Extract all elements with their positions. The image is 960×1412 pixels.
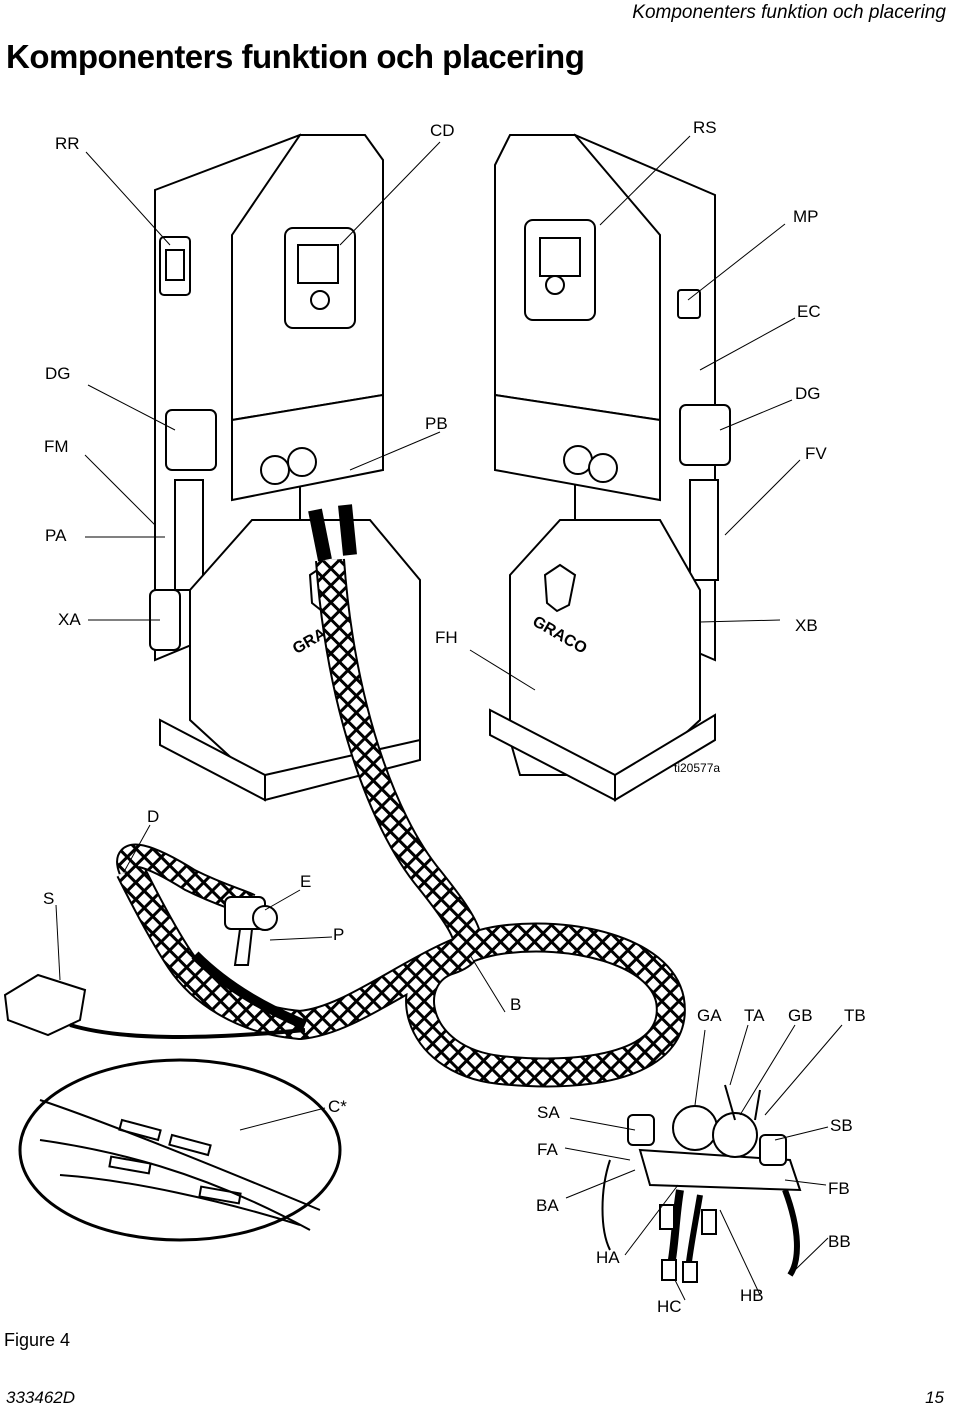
callout-p: P <box>333 925 345 944</box>
callout-mp: MP <box>793 207 819 226</box>
callout-d: D <box>147 807 160 826</box>
figure-caption: Figure 4 <box>4 1330 71 1350</box>
callout-c: C* <box>328 1097 347 1116</box>
callout-fa: FA <box>537 1140 558 1159</box>
running-header: Komponenters funktion och placering <box>632 2 946 23</box>
callout-pa: PA <box>45 526 67 545</box>
callout-ga: GA <box>697 1006 722 1025</box>
callout-hc: HC <box>657 1297 682 1316</box>
callout-bb: BB <box>828 1232 851 1251</box>
page-title: Komponenters funktion och placering <box>6 38 585 75</box>
fluid-manifold <box>601 1084 802 1277</box>
callout-gb: GB <box>788 1006 813 1025</box>
callout-hb: HB <box>740 1286 764 1305</box>
callout-xb: XB <box>795 616 818 635</box>
detail-inset-hoses <box>39 1099 321 1231</box>
callout-fb: FB <box>828 1179 850 1198</box>
callout-rr: RR <box>55 134 80 153</box>
callout-xa: XA <box>58 610 81 629</box>
left-proportioner-unit <box>149 133 421 802</box>
remote-display-module <box>3 973 87 1037</box>
callout-ec: EC <box>797 302 821 321</box>
callout-ha: HA <box>596 1248 620 1267</box>
document-number: 333462D <box>6 1388 76 1407</box>
callout-sa: SA <box>537 1103 560 1122</box>
page-number: 15 <box>925 1388 944 1407</box>
callout-tb: TB <box>844 1006 866 1025</box>
leader-lines <box>55 135 843 1301</box>
callout-cd: CD <box>430 121 455 140</box>
detail-inset-c <box>18 1058 342 1242</box>
callout-ba: BA <box>536 1196 559 1215</box>
manifold-hoses <box>659 1189 717 1283</box>
callout-fh: FH <box>435 628 458 647</box>
callout-fm: FM <box>44 437 69 456</box>
callout-pb: PB <box>425 414 448 433</box>
callout-sb: SB <box>830 1116 853 1135</box>
callout-e: E <box>300 872 312 891</box>
callout-fv: FV <box>805 444 827 463</box>
right-proportioner-unit <box>489 133 731 802</box>
callout-ta: TA <box>744 1006 765 1025</box>
callout-b: B <box>510 995 522 1014</box>
callout-dg-left: DG <box>45 364 71 383</box>
callout-rs: RS <box>693 118 717 137</box>
figure-reference: ti20577a <box>674 761 721 775</box>
callout-dg-right: DG <box>795 384 821 403</box>
callout-s: S <box>43 889 55 908</box>
spray-gun <box>224 896 278 966</box>
